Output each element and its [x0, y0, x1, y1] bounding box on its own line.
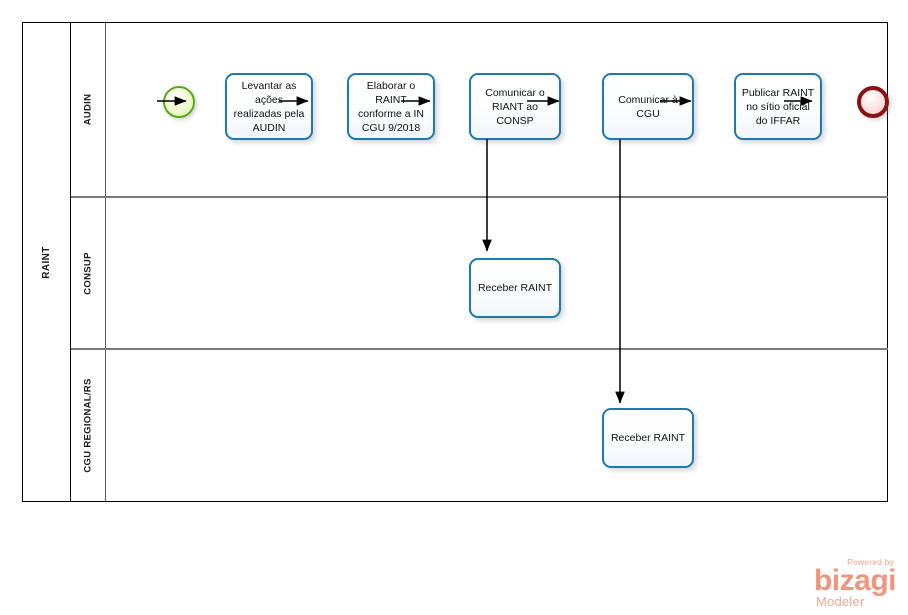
- pool-raint[interactable]: RAINT AUDIN Levantar as ações realizadas…: [22, 22, 889, 502]
- task-comunicar-riant-consp[interactable]: Comunicar o RIANT ao CONSP: [469, 73, 561, 140]
- task-comunicar-cgu[interactable]: Comunicar à CGU: [602, 73, 694, 140]
- task-receber-raint-cgu[interactable]: Receber RAINT: [602, 408, 694, 468]
- task-levantar-acoes[interactable]: Levantar as ações realizadas pela AUDIN: [225, 73, 313, 140]
- bizagi-watermark: Powered by bizagi Modeler: [813, 557, 897, 609]
- task-label: Receber RAINT: [610, 432, 686, 444]
- lane-label-cgu-regional-rs: CGU REGIONAL/RS: [82, 378, 94, 473]
- lane-header-audin[interactable]: AUDIN: [71, 23, 106, 196]
- lane-body-audin: Levantar as ações realizadas pela AUDIN …: [106, 23, 889, 196]
- task-receber-raint-consup[interactable]: Receber RAINT: [469, 258, 561, 318]
- watermark-powered-by: Powered by: [847, 557, 894, 567]
- lane-header-consup[interactable]: CONSUP: [71, 198, 106, 348]
- pool-header-raint[interactable]: RAINT: [23, 23, 71, 501]
- lane-body-cgu-regional-rs: Receber RAINT: [106, 350, 888, 501]
- task-label: Elaborar o RAINT conforme a IN CGU 9/201…: [358, 79, 424, 134]
- lane-cgu-regional-rs[interactable]: CGU REGIONAL/RS Receber RAINT: [71, 348, 888, 501]
- task-label: Publicar RAINT no sítio oficial do IFFAR: [741, 86, 815, 127]
- task-label: Comunicar à CGU: [618, 93, 678, 120]
- lane-label-consup: CONSUP: [82, 251, 94, 295]
- task-publicar-raint[interactable]: Publicar RAINT no sítio oficial do IFFAR: [734, 73, 822, 140]
- watermark-product: Modeler: [815, 594, 865, 609]
- watermark-brand: bizagi: [813, 564, 897, 597]
- pool-title: RAINT: [41, 245, 52, 279]
- task-elaborar-raint[interactable]: Elaborar o RAINT conforme a IN CGU 9/201…: [347, 73, 435, 140]
- end-event[interactable]: [857, 86, 889, 118]
- lane-body-consup: Receber RAINT: [106, 198, 888, 348]
- task-label: Levantar as ações realizadas pela AUDIN: [233, 79, 305, 134]
- task-label: Receber RAINT: [477, 282, 553, 294]
- task-label: Comunicar o RIANT ao CONSP: [485, 86, 545, 127]
- lane-label-audin: AUDIN: [82, 93, 94, 126]
- lane-header-cgu-regional-rs[interactable]: CGU REGIONAL/RS: [71, 350, 106, 501]
- start-event[interactable]: [163, 86, 195, 118]
- lane-consup[interactable]: CONSUP Receber RAINT: [71, 196, 888, 348]
- lane-audin[interactable]: AUDIN Levantar as ações realizadas pela …: [71, 23, 889, 196]
